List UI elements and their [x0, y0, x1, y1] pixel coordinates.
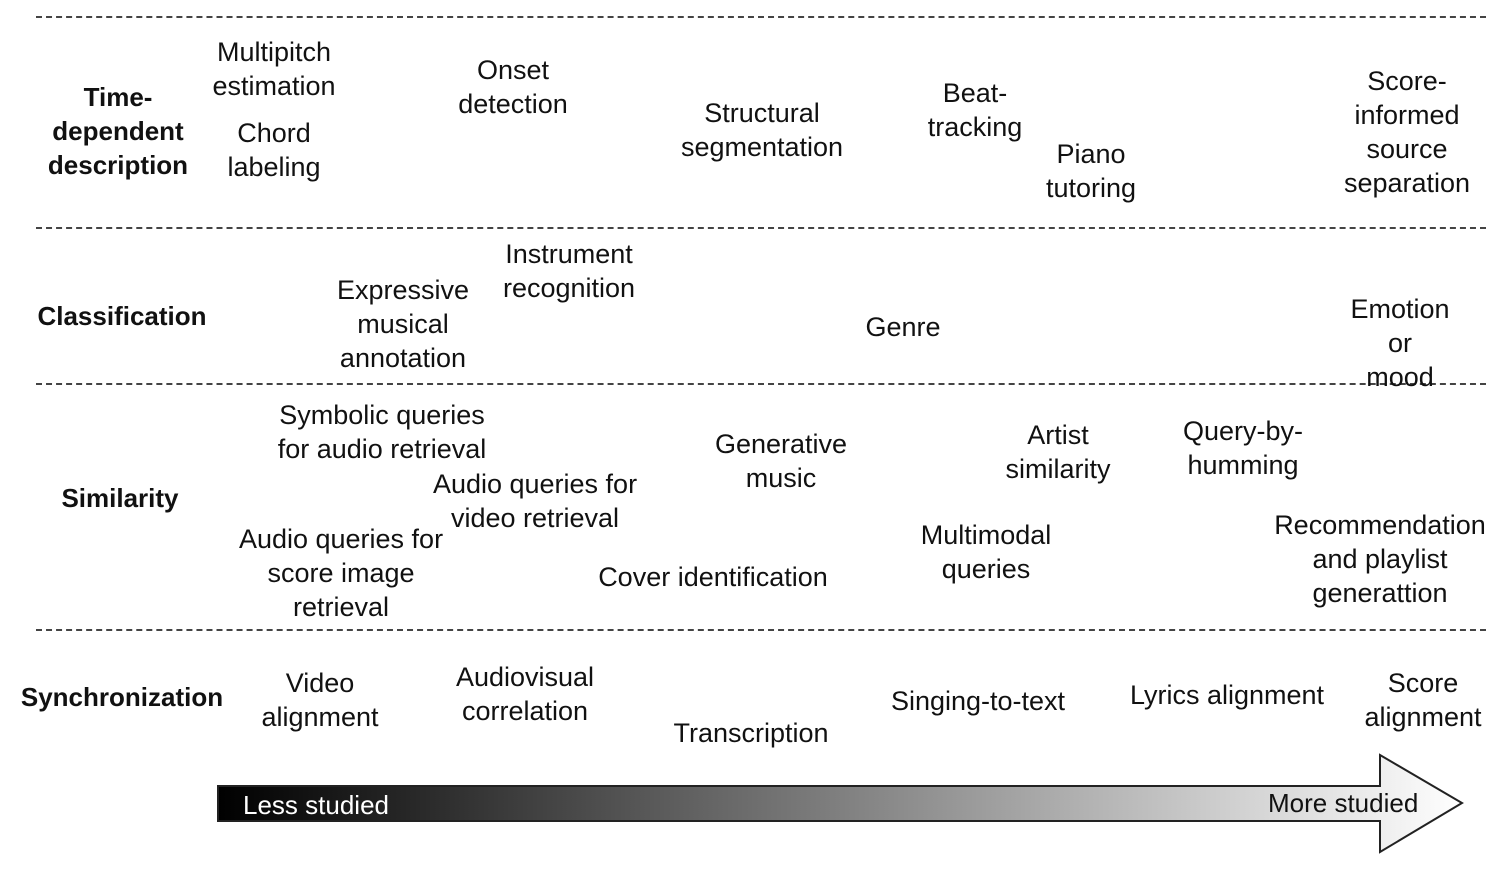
task-chord-labeling: Chord labeling — [227, 118, 321, 182]
task-audio-queries-score-image-retrieval: Audio queries for score image retrieval — [238, 524, 444, 622]
task-recommendation-playlist-generation: Recommendation and playlist generattion — [1274, 510, 1486, 608]
task-genre: Genre — [865, 312, 941, 342]
task-artist-similarity: Artist similarity — [1005, 420, 1111, 484]
task-lyrics-alignment: Lyrics alignment — [1129, 680, 1325, 710]
category-similarity: Similarity — [61, 483, 179, 513]
task-expressive-musical-annotation: Expressive musical annotation — [336, 275, 470, 373]
divider-similarity-synchronization — [36, 629, 1486, 631]
divider-time-classification — [36, 227, 1486, 229]
task-audiovisual-correlation: Audiovisual correlation — [455, 662, 595, 726]
task-onset-detection: Onset detection — [458, 55, 568, 119]
task-emotion-or-mood: Emotion or mood — [1350, 294, 1450, 392]
task-transcription: Transcription — [673, 718, 829, 748]
task-symbolic-queries-audio-retrieval: Symbolic queries for audio retrieval — [277, 400, 487, 464]
task-multipitch-estimation: Multipitch estimation — [212, 37, 336, 101]
arrow-body — [217, 753, 1464, 854]
task-structural-segmentation: Structural segmentation — [680, 98, 844, 162]
category-classification: Classification — [37, 301, 207, 331]
task-instrument-recognition: Instrument recognition — [502, 239, 636, 303]
divider-top — [36, 16, 1486, 18]
task-generative-music: Generative music — [714, 429, 848, 493]
task-score-informed-source-separation: Score- informed source separation — [1343, 66, 1471, 198]
category-time-dependent-description: Time- dependent description — [47, 82, 189, 180]
arrow-label-more-studied: More studied — [1268, 788, 1419, 818]
category-synchronization: Synchronization — [20, 682, 224, 712]
task-multimodal-queries: Multimodal queries — [920, 520, 1052, 584]
task-score-alignment: Score alignment — [1364, 668, 1482, 732]
task-audio-queries-video-retrieval: Audio queries for video retrieval — [432, 469, 638, 533]
arrow-label-less-studied: Less studied — [243, 790, 389, 820]
task-beat-tracking: Beat- tracking — [927, 78, 1023, 142]
task-singing-to-text: Singing-to-text — [890, 686, 1066, 716]
task-video-alignment: Video alignment — [261, 668, 379, 732]
divider-classification-similarity — [36, 383, 1486, 385]
task-query-by-humming: Query-by- humming — [1182, 416, 1304, 480]
task-cover-identification: Cover identification — [598, 562, 828, 592]
task-piano-tutoring: Piano tutoring — [1045, 139, 1137, 203]
